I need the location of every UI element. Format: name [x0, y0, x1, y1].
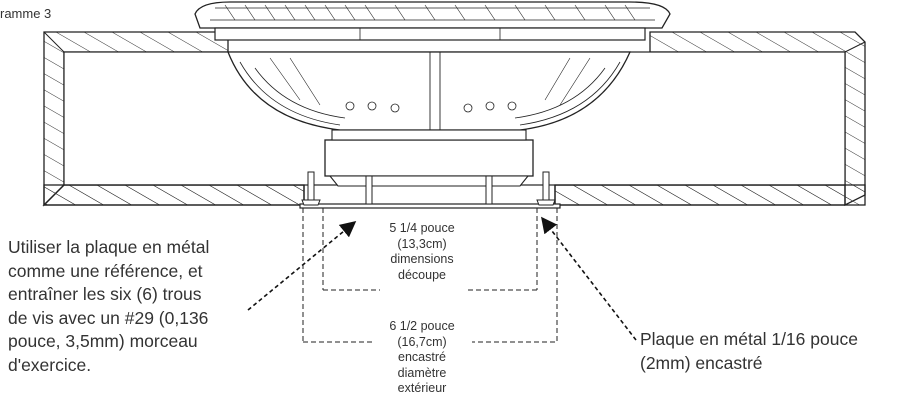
mounting-screws	[301, 171, 556, 206]
drilling-instruction-line: Utiliser la plaque en métal	[8, 237, 210, 257]
cutout-dimension-line: dimensions	[390, 252, 454, 266]
cutout-dimension-lines	[322, 208, 538, 291]
outer-dimension-line: encastré	[398, 350, 446, 364]
metal-plate-label-line: Plaque en métal 1/16 pouce	[640, 329, 858, 349]
outer-dimension-lines	[302, 208, 558, 343]
metal-plate-label: Plaque en métal 1/16 pouce (2mm) encastr…	[640, 328, 902, 375]
cutout-dimension-line: 5 1/4 pouce	[389, 221, 455, 235]
pointer-arrows	[247, 216, 637, 341]
cutout-dimension-line: (13,3cm)	[397, 236, 447, 251]
figure-label: ramme 3	[0, 6, 52, 21]
cutout-dimension-label: 5 1/4 pouce (13,3cm) dimensions découpe	[372, 221, 472, 283]
outer-dimension-line: extérieur	[397, 381, 447, 395]
outer-dimension-label: 6 1/2 pouce (16,7cm) encastré diamètre e…	[372, 319, 472, 397]
outer-dimension-line: (16,7cm)	[397, 334, 447, 349]
right-note-arrow	[541, 216, 637, 341]
speaker-magnet	[324, 139, 534, 177]
metal-plate-label-line: (2mm) encastré	[640, 352, 763, 373]
left-note-arrow	[247, 220, 357, 311]
drilling-instruction-line: entraîner les six (6) trous	[8, 284, 202, 304]
drilling-instruction-line: pouce, 3,5mm) morceau	[8, 331, 198, 351]
drilling-instruction: Utiliser la plaque en métal comme une ré…	[8, 236, 268, 377]
drilling-instruction-line: d'exercice.	[8, 354, 92, 375]
speaker	[194, 1, 671, 206]
speaker-grille	[194, 1, 671, 29]
outer-dimension-line: diamètre	[397, 365, 447, 380]
outer-dimension-line: 6 1/2 pouce	[389, 319, 455, 333]
cutout-dimension-line: découpe	[398, 267, 446, 282]
speaker-flange	[214, 27, 646, 41]
drilling-instruction-line: comme une référence, et	[8, 260, 203, 281]
drilling-instruction-line: de vis avec un #29 (0,136	[8, 307, 209, 328]
metal-plate	[299, 203, 561, 209]
